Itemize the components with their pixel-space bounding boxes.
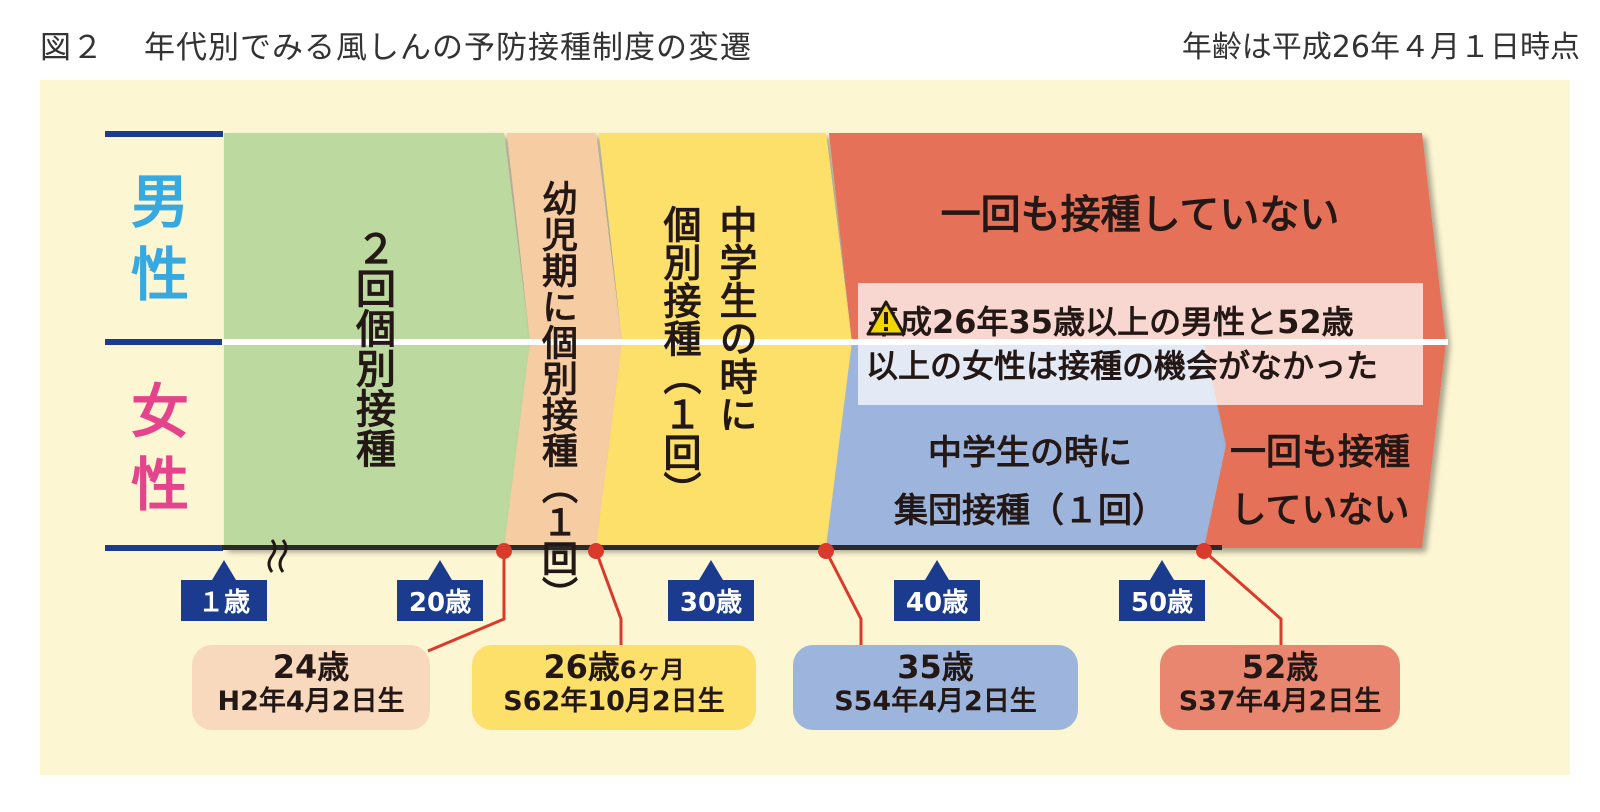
callout-leaders xyxy=(427,549,1283,653)
warning-box xyxy=(858,283,1423,405)
warning-line-1: 平成26年35歳以上の男性と52歳 xyxy=(866,300,1354,341)
warning-line-2: 以上の女性は接種の機会がなかった xyxy=(866,347,1379,385)
age-tick-markers xyxy=(212,560,1174,580)
band-label-male-none: 一回も接種していない xyxy=(940,192,1340,238)
age-reference-note: 年齢は平成26年４月１日時点 xyxy=(1181,30,1580,65)
age-tick-50: 50歳 xyxy=(1119,580,1205,621)
warning-text: 平成26年35歳以上の男性と52歳 以上の女性は接種の機会がなかった xyxy=(866,300,1378,388)
callout-dots xyxy=(496,543,1212,559)
axis-middle-line xyxy=(105,339,223,345)
figure-caption: 年代別でみる風しんの予防接種制度の変遷 xyxy=(144,30,752,66)
axis-bottom-line xyxy=(105,545,223,551)
band-label-female-none: 一回も接種 していない xyxy=(1229,432,1410,531)
timeline-line xyxy=(222,545,1222,550)
age-tick-40: 40歳 xyxy=(894,580,980,621)
callout-35: 35歳 S54年4月2日生 xyxy=(793,645,1078,730)
figure-title: 図２ 年代別でみる風しんの予防接種制度の変遷 xyxy=(40,22,752,67)
sex-divider xyxy=(222,339,1448,345)
age-tick-30: 30歳 xyxy=(668,580,754,621)
male-label: 男性 xyxy=(130,168,189,309)
age-tick-1: １歳 xyxy=(181,580,267,621)
callout-52: 52歳 S37年4月2日生 xyxy=(1160,645,1400,730)
age-tick-20: 20歳 xyxy=(397,580,483,621)
band-label-infant: 幼児期に個別接種（１回） xyxy=(536,180,577,612)
callout-26: 26歳6ヶ月 S62年10月2日生 xyxy=(472,645,756,730)
band-label-junior-high-col1: 中学生の時に xyxy=(713,205,757,433)
band-label-two-doses: ２回個別接種 xyxy=(349,228,395,468)
female-label: 女性 xyxy=(130,378,189,519)
axis-top-line xyxy=(105,131,223,137)
band-label-female-group: 中学生の時に 集団接種（１回） xyxy=(894,433,1166,531)
axis-break-icon xyxy=(267,539,288,573)
figure-number: 図２ xyxy=(40,30,104,66)
callout-24: 24歳 H2年4月2日生 xyxy=(192,645,430,730)
band-label-junior-high-col2: 個別接種（１回） xyxy=(657,205,701,509)
